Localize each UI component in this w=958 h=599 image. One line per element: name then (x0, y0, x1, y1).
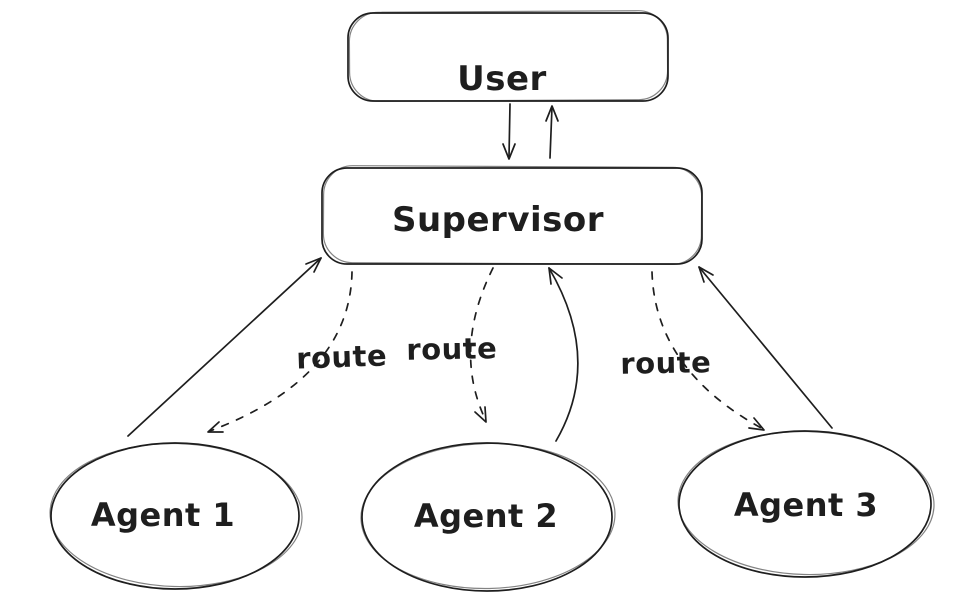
edge-supervisor-to-agent1 (207, 271, 353, 433)
edge-agent1-to-supervisor (127, 257, 322, 437)
edge-supervisor-to-agent2 (469, 267, 494, 423)
arrowhead-icon (207, 421, 224, 433)
node-agent-2: Agent 2 (360, 442, 616, 592)
arrowhead-icon (474, 406, 487, 423)
nodes-layer: User Supervisor Agent 1 Agent 2 (49, 10, 935, 592)
edge-label-route-1: route (296, 338, 388, 375)
arrowhead-icon (545, 105, 559, 122)
edge-label-route-2: route (406, 331, 497, 367)
node-agent-3-shape-sketch (677, 430, 935, 576)
edge-line (469, 267, 494, 422)
arrowhead-icon (305, 257, 322, 273)
edge-line (209, 271, 353, 432)
arrowhead-icon (748, 417, 765, 431)
node-user-shape-sketch (348, 10, 669, 102)
edges-layer (127, 103, 833, 442)
edge-line (127, 257, 322, 437)
edge-line (549, 106, 553, 159)
node-agent-1-shape-sketch (49, 442, 303, 588)
node-user: User (347, 10, 669, 102)
node-supervisor-label: Supervisor (392, 200, 604, 240)
node-agent-3-label: Agent 3 (734, 486, 878, 524)
edge-line (548, 267, 579, 442)
edge-agent3-to-supervisor (698, 266, 833, 429)
edge-user-to-supervisor (502, 103, 516, 160)
edge-supervisor-to-agent3 (651, 271, 765, 431)
node-supervisor-shape-sketch (322, 165, 703, 265)
arrowhead-icon (698, 266, 714, 283)
arrowhead-icon (502, 143, 516, 160)
node-agent-1-label: Agent 1 (91, 496, 235, 534)
node-agent-2-shape-sketch (360, 442, 616, 590)
node-user-label: User (457, 59, 547, 99)
node-supervisor: Supervisor (321, 165, 703, 265)
edge-line (508, 103, 511, 158)
arrowhead-icon (548, 267, 563, 285)
node-agent-3: Agent 3 (677, 430, 935, 578)
edge-label-route-3: route (620, 345, 711, 381)
edge-labels-layer: route route route (296, 331, 712, 381)
edge-supervisor-to-user (545, 105, 559, 159)
edge-line (651, 271, 764, 430)
node-agent-1: Agent 1 (49, 442, 303, 590)
node-agent-2-label: Agent 2 (414, 497, 558, 535)
edge-line (698, 266, 833, 429)
edge-agent2-to-supervisor (548, 267, 579, 442)
